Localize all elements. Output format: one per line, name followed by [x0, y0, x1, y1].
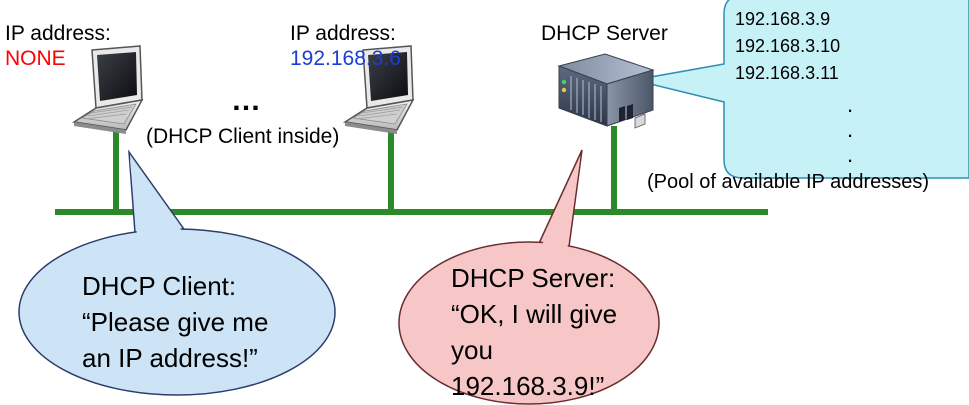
more-clients-ellipsis: … — [231, 84, 261, 117]
client-right-ip-value: 192.168.3.6 — [290, 47, 401, 70]
pool-address: 192.168.3.11 — [735, 63, 839, 83]
pool-caption: (Pool of available IP addresses) — [647, 171, 930, 193]
server-icon — [557, 53, 655, 129]
pool-callout — [633, 0, 969, 179]
laptop-icon — [342, 45, 415, 134]
client-message: DHCP Client: “Please give me an IP addre… — [82, 271, 269, 373]
client-right-ip-label: IP address: — [290, 22, 396, 45]
client-inside-note: (DHCP Client inside) — [146, 125, 340, 148]
server-speech-bubble — [398, 149, 660, 405]
pool-address: 192.168.3.10 — [735, 36, 841, 56]
pool-ellipsis-dot: . — [847, 92, 854, 117]
server-label: DHCP Server — [541, 22, 668, 45]
pool-ellipsis-dot: . — [847, 142, 854, 167]
client-left-ip-value: NONE — [5, 47, 66, 70]
network — [55, 126, 768, 215]
laptop-icon — [71, 45, 144, 134]
client-left-ip-label: IP address: — [5, 22, 111, 45]
pool-address: 192.168.3.9 — [735, 9, 831, 29]
pool-ellipsis-dot: . — [847, 117, 854, 142]
client-speech-bubble — [18, 149, 336, 396]
server-message: DHCP Server: “OK, I will give you 192.16… — [451, 263, 618, 401]
